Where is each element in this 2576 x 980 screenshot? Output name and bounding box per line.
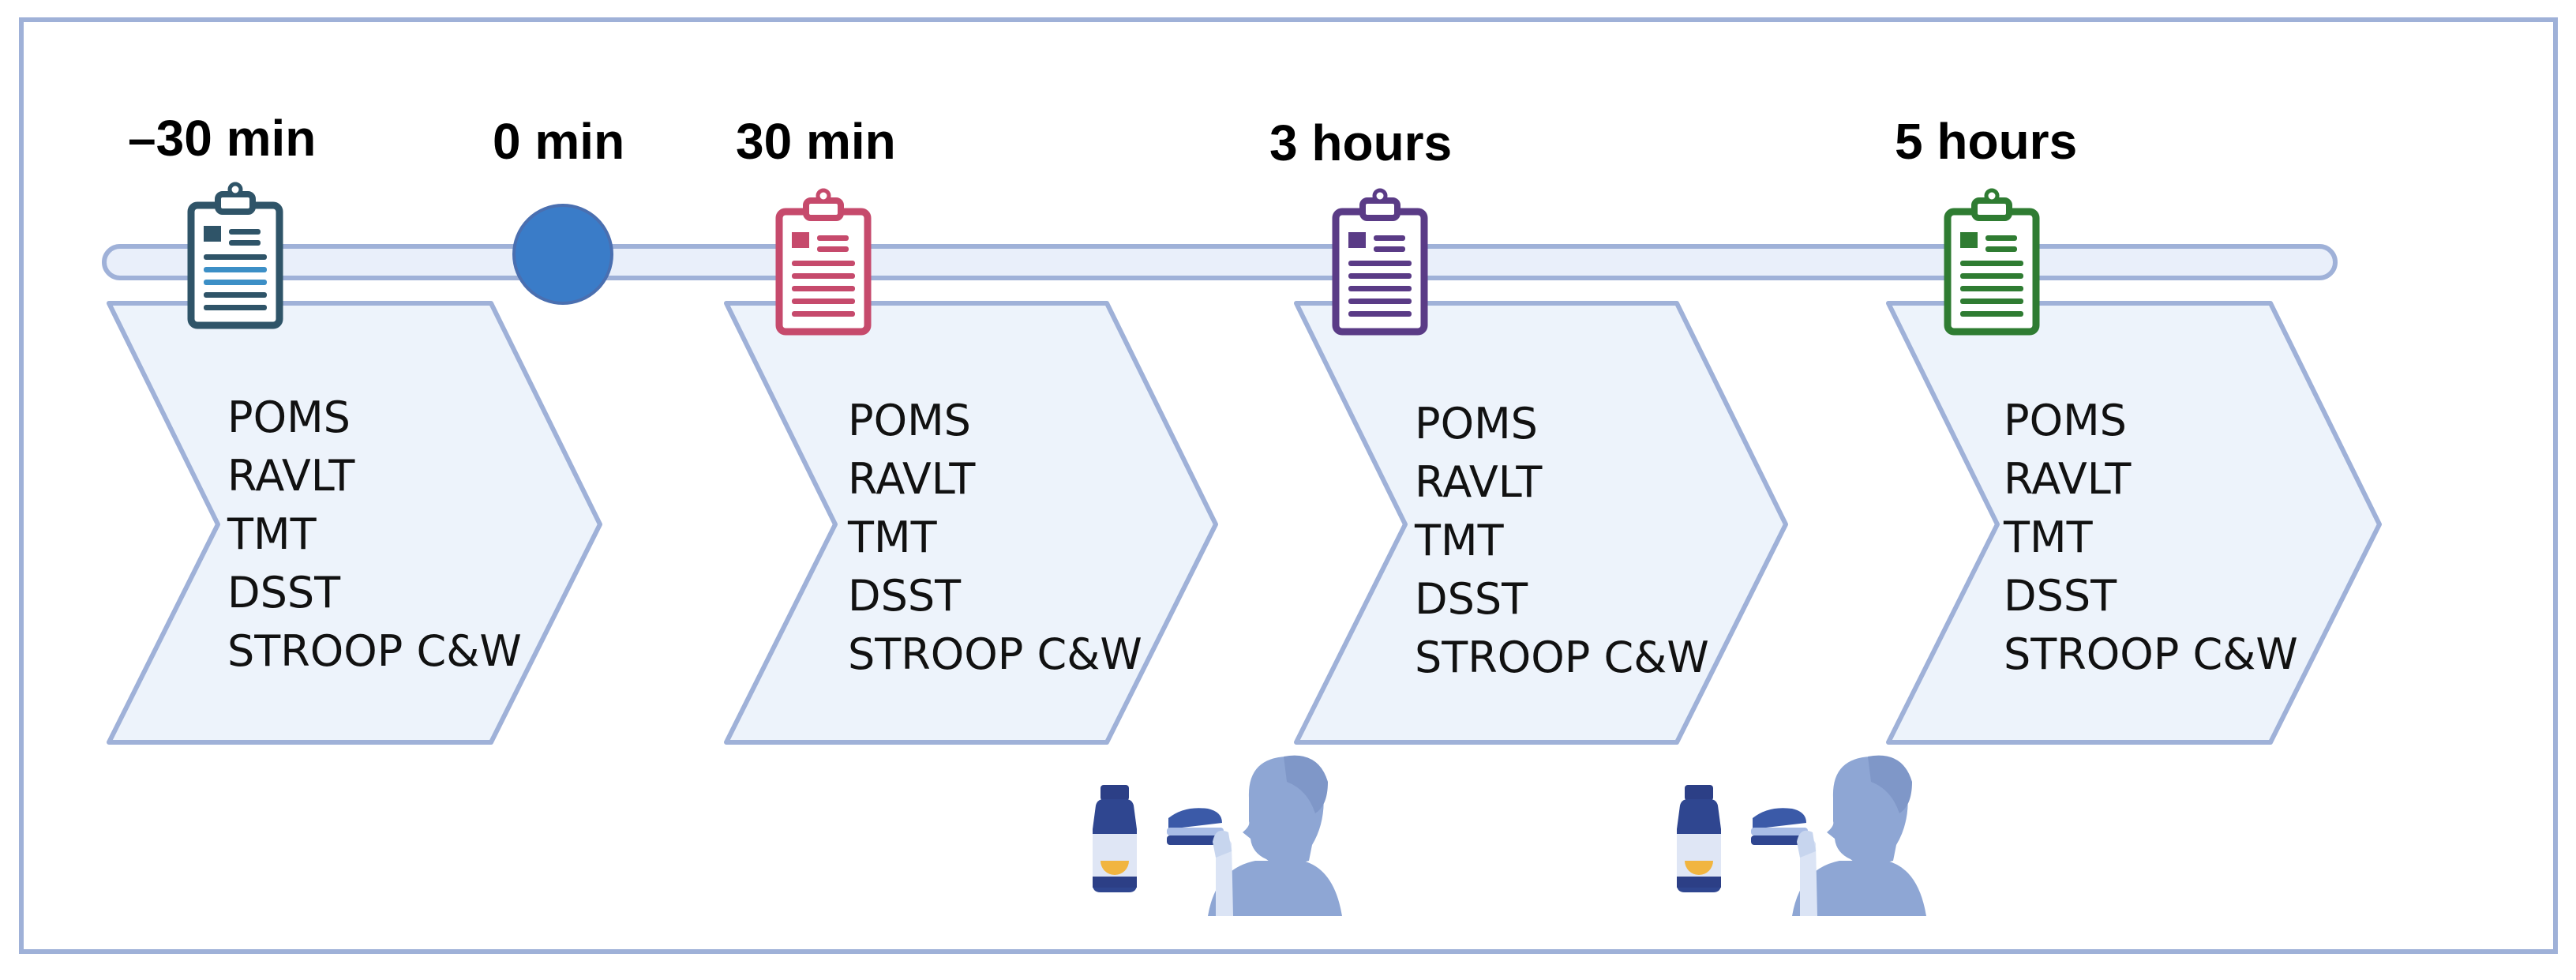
test-item: RAVLT [227,451,355,501]
test-list-30: POMS RAVLT TMT DSST STROOP C&W [848,392,1142,684]
test-item: TMT [1415,516,1504,565]
time-label-30: 30 min [736,113,896,170]
clipboard-icon [775,188,872,336]
juice-bottle-icon [1677,785,1721,892]
test-item: POMS [848,396,971,445]
time-label-minus30: –30 min [128,110,317,167]
test-item: TMT [2004,513,2093,562]
chevron-minus30 [107,301,602,745]
test-item: DSST [1415,574,1528,624]
test-item: POMS [1415,399,1538,449]
timepoint-marker-icon [512,204,613,305]
timeline-bar [102,244,2338,280]
time-label-0: 0 min [493,113,625,170]
sandwich-icon [1167,808,1224,845]
test-item: RAVLT [848,454,976,504]
test-item: DSST [848,571,962,621]
test-list-3h: POMS RAVLT TMT DSST STROOP C&W [1415,395,1709,687]
sandwich-icon [1751,808,1808,845]
meal-illustration [1677,755,1926,916]
clipboard-icon [1944,188,2040,336]
test-item: STROOP C&W [227,626,522,676]
clipboard-icon [1332,188,1428,336]
clipboard-icon [187,182,283,329]
time-label-3h: 3 hours [1269,115,1453,171]
time-label-5h: 5 hours [1895,113,2078,170]
test-item: RAVLT [2004,454,2132,504]
chevron-5h [1886,301,2382,745]
test-item: POMS [227,392,351,442]
test-item: STROOP C&W [848,629,1142,679]
test-item: TMT [848,513,937,562]
test-item: POMS [2004,396,2127,445]
diagram-frame [19,17,2558,954]
person-eating-icon [1208,755,1342,916]
test-item: STROOP C&W [1415,633,1709,682]
chevron-30 [724,301,1218,745]
test-item: RAVLT [1415,457,1543,507]
test-item: DSST [227,568,341,618]
test-item: TMT [227,509,317,559]
person-eating-icon [1792,755,1926,916]
juice-bottle-icon [1093,785,1137,892]
meal-illustration [1093,755,1342,916]
test-list-minus30: POMS RAVLT TMT DSST STROOP C&W [227,389,522,681]
test-item: STROOP C&W [2004,629,2298,679]
chevron-3h [1294,301,1788,745]
test-list-5h: POMS RAVLT TMT DSST STROOP C&W [2004,392,2298,684]
test-item: DSST [2004,571,2117,621]
